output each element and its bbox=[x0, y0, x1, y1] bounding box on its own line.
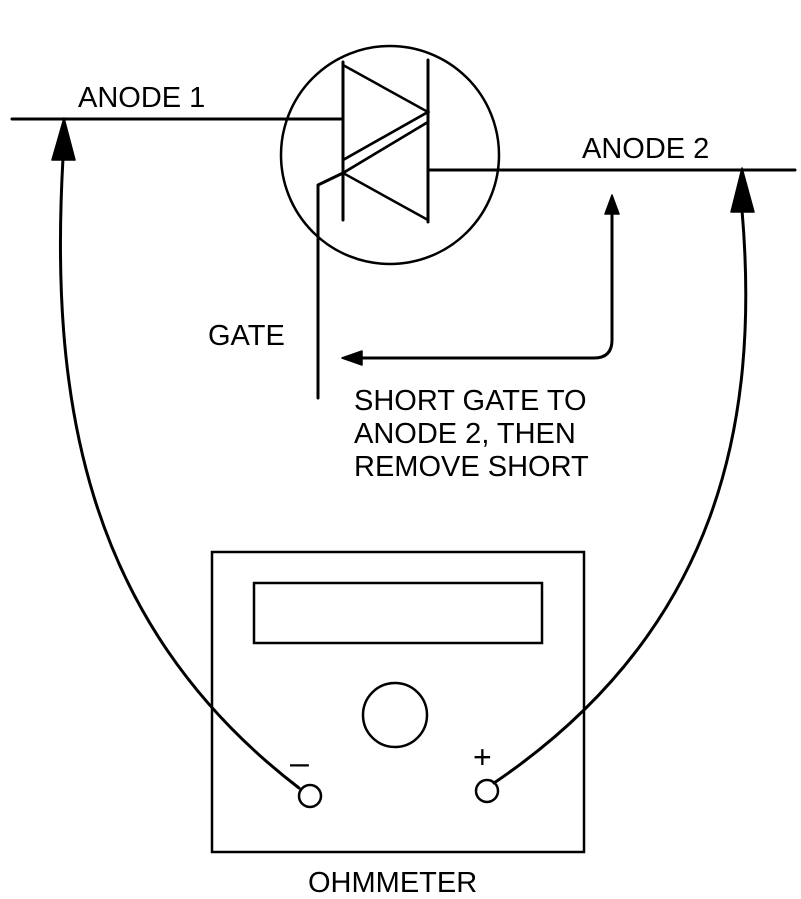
positive-probe-lead bbox=[492, 167, 755, 785]
positive-probe-arrowhead-icon bbox=[730, 167, 755, 213]
ohmmeter-label: OHMMETER bbox=[308, 867, 477, 899]
short-gate-arrow bbox=[341, 194, 620, 366]
triac-diagonal-stroke bbox=[342, 110, 429, 162]
negative-terminal-jack bbox=[297, 783, 323, 809]
negative-probe-wire bbox=[58, 156, 301, 790]
triac-symbol bbox=[279, 44, 501, 266]
positive-terminal-jack bbox=[474, 778, 500, 804]
plus-terminal-label: + bbox=[473, 739, 492, 775]
instruction-line-3: REMOVE SHORT bbox=[354, 451, 589, 483]
ohmmeter-case bbox=[210, 550, 586, 854]
triac-diagonal-stroke-2 bbox=[342, 120, 429, 175]
upper-thyristor-triangle bbox=[341, 62, 431, 163]
gate-lead bbox=[316, 171, 345, 400]
negative-probe-arrowhead-icon bbox=[51, 117, 76, 161]
anode1-label: ANODE 1 bbox=[78, 82, 205, 114]
instruction-line-2: ANODE 2, THEN bbox=[354, 418, 576, 450]
short-gate-arrowhead-left-icon bbox=[341, 350, 363, 366]
positive-probe-wire bbox=[492, 208, 748, 785]
ohmmeter-display bbox=[252, 581, 544, 645]
gate-label: GATE bbox=[208, 320, 285, 352]
short-gate-arrow-path bbox=[358, 210, 614, 360]
ohmmeter: – + bbox=[210, 550, 586, 854]
negative-probe-lead bbox=[51, 117, 301, 790]
triac-envelope-circle bbox=[279, 44, 501, 266]
minus-terminal-label: – bbox=[290, 744, 309, 782]
short-gate-arrowhead-up-icon bbox=[604, 194, 620, 215]
anode2-label: ANODE 2 bbox=[582, 133, 709, 165]
ohmmeter-dial-knob bbox=[361, 681, 429, 749]
instruction-line-1: SHORT GATE TO bbox=[354, 385, 587, 417]
